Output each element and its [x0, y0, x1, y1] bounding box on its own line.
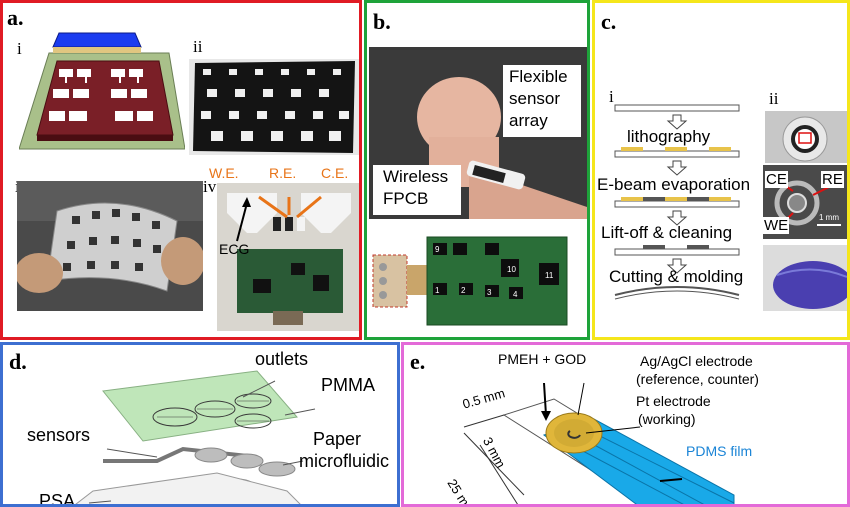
panel-a-sub-ii: ii	[193, 37, 203, 56]
panel-a: a. i ii iii	[0, 0, 362, 340]
chip-label-3: 3	[487, 288, 492, 297]
process-flow-diagram	[614, 104, 740, 300]
panel-b: b. Flexible sensor array Wireless FPCB 9…	[364, 0, 590, 340]
agagcl-electrode-label: Ag/AgCl electrode	[640, 353, 753, 369]
step-liftoff-cleaning: Lift-off & cleaning	[601, 223, 733, 242]
step-lithography: lithography	[627, 127, 711, 146]
flexible-sensor-callout: Flexible sensor array	[503, 65, 581, 137]
chip-label-10: 10	[507, 265, 516, 274]
panel-c-sub-i: i	[609, 87, 614, 106]
paper-label: Paper	[313, 429, 362, 449]
ecg-board-photo	[217, 183, 359, 331]
contact-lens-photo	[765, 111, 847, 163]
we-label: W.E.	[209, 165, 239, 181]
panel-c-sub-ii: ii	[769, 89, 779, 108]
panel-a-sub-iv: iv	[203, 177, 217, 196]
panel-c: c. i ii iii lithography E-beam evaporati…	[592, 0, 850, 340]
pt-electrode-role: (working)	[638, 411, 696, 427]
lens-on-finger-photo	[763, 245, 847, 311]
pdms-film-label: PDMS film	[686, 443, 753, 459]
step-cutting-molding: Cutting & molding	[609, 267, 744, 286]
ce-label: CE	[765, 171, 788, 188]
pmma-label: PMMA	[321, 375, 375, 395]
chip-label-11: 11	[545, 271, 554, 280]
panel-e-label: e.	[410, 349, 426, 374]
chip-label-4: 4	[513, 290, 518, 299]
step-ebeam-evaporation: E-beam evaporation	[597, 175, 751, 194]
sensors-label: sensors	[27, 425, 91, 445]
panel-a-label: a.	[7, 5, 24, 30]
panel-d-label: d.	[9, 349, 27, 374]
we-label: WE	[763, 217, 790, 234]
agagcl-electrode-role: (reference, counter)	[636, 371, 759, 387]
re-label: R.E.	[269, 165, 297, 181]
chip-label-9: 9	[435, 245, 440, 254]
electrode-layout-diagram	[463, 382, 735, 504]
fpcb-photo	[369, 229, 587, 337]
sensor-array-illustration	[19, 32, 185, 150]
panel-a-sub-i: i	[17, 39, 22, 58]
ecg-label: ECG	[219, 241, 250, 257]
panel-c-label: c.	[601, 9, 617, 34]
panel-b-label: b.	[373, 9, 391, 34]
panel-e: e. PMEH + GOD Ag/AgCl electrode (referen…	[401, 342, 850, 507]
wireless-fpcb-callout: Wireless FPCB	[373, 165, 461, 215]
pmeh-god-label: PMEH + GOD	[498, 351, 587, 367]
fabricated-array-photo	[189, 59, 359, 155]
scale-bar-label: 1 mm	[819, 213, 839, 222]
outlets-label: outlets	[255, 349, 309, 369]
flexible-film-photo	[17, 181, 203, 311]
microfluidic-exploded-diagram	[75, 370, 316, 504]
psa-label: PSA	[39, 491, 76, 507]
chip-label-2: 2	[461, 286, 466, 295]
ce-label: C.E.	[321, 165, 349, 181]
panel-d: d. outlets PMMA sensors Paper microfluid…	[0, 342, 400, 507]
microfluidic-label: microfluidic	[299, 451, 390, 471]
re-label: RE	[821, 171, 844, 188]
pt-electrode-label: Pt electrode	[636, 393, 711, 409]
chip-label-1: 1	[435, 286, 440, 295]
